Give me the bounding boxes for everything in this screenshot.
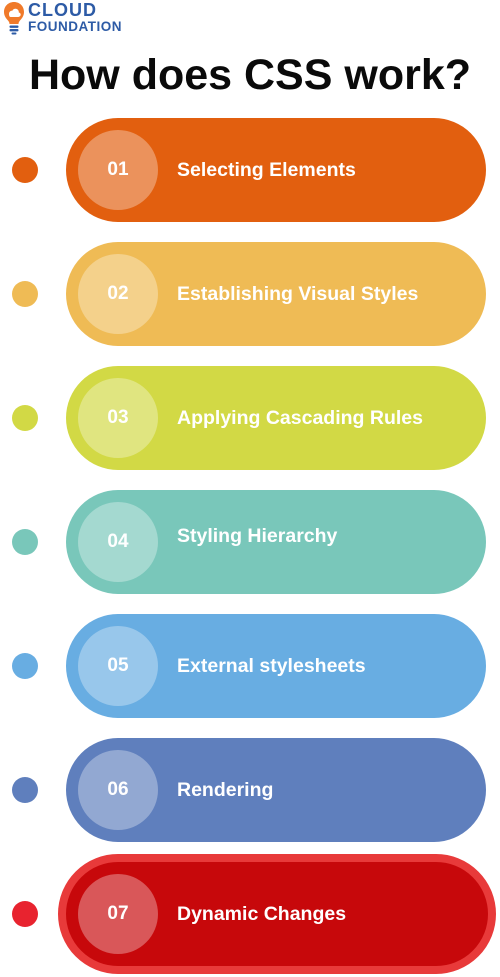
step-06-label: Rendering <box>177 778 274 801</box>
step-01: 01 Selecting Elements <box>0 118 500 222</box>
step-07-number: 07 <box>78 874 158 954</box>
step-06-pill: 06 Rendering <box>66 738 486 842</box>
step-01-dot <box>12 157 38 183</box>
step-05: 05 External stylesheets <box>0 614 500 718</box>
step-03-dot <box>12 405 38 431</box>
step-05-label: External stylesheets <box>177 654 366 677</box>
step-02-dot <box>12 281 38 307</box>
step-04-number: 04 <box>78 502 158 582</box>
cloud-foundation-logo: CLOUD FOUNDATION <box>2 0 142 40</box>
step-02-label: Establishing Visual Styles <box>177 282 419 305</box>
step-03-pill: 03 Applying Cascading Rules <box>66 366 486 470</box>
step-02: 02 Establishing Visual Styles <box>0 242 500 346</box>
step-05-number: 05 <box>78 626 158 706</box>
step-04: 04 Styling Hierarchy <box>0 490 500 594</box>
step-07-label: Dynamic Changes <box>177 902 347 925</box>
step-04-dot <box>12 529 38 555</box>
step-05-pill: 05 External stylesheets <box>66 614 486 718</box>
step-02-pill: 02 Establishing Visual Styles <box>66 242 486 346</box>
step-07: 07 Dynamic Changes <box>0 854 500 974</box>
step-06-number: 06 <box>78 750 158 830</box>
step-01-number: 01 <box>78 130 158 210</box>
logo-text-cloud: CLOUD <box>28 0 97 20</box>
step-02-number: 02 <box>78 254 158 334</box>
page-title: How does CSS work? <box>28 51 471 99</box>
step-01-label: Selecting Elements <box>177 158 356 181</box>
step-05-dot <box>12 653 38 679</box>
lightbulb-cloud-icon <box>4 2 24 35</box>
step-03-number: 03 <box>78 378 158 458</box>
step-04-pill: 04 Styling Hierarchy <box>66 490 486 594</box>
step-01-pill: 01 Selecting Elements <box>66 118 486 222</box>
logo-text-foundation: FOUNDATION <box>28 19 122 34</box>
step-07-pill: 07 Dynamic Changes <box>58 854 496 974</box>
step-03-label: Applying Cascading Rules <box>177 406 423 429</box>
step-06: 06 Rendering <box>0 738 500 842</box>
step-04-label: Styling Hierarchy <box>177 524 338 547</box>
step-06-dot <box>12 777 38 803</box>
step-07-dot <box>12 901 38 927</box>
step-03: 03 Applying Cascading Rules <box>0 366 500 470</box>
